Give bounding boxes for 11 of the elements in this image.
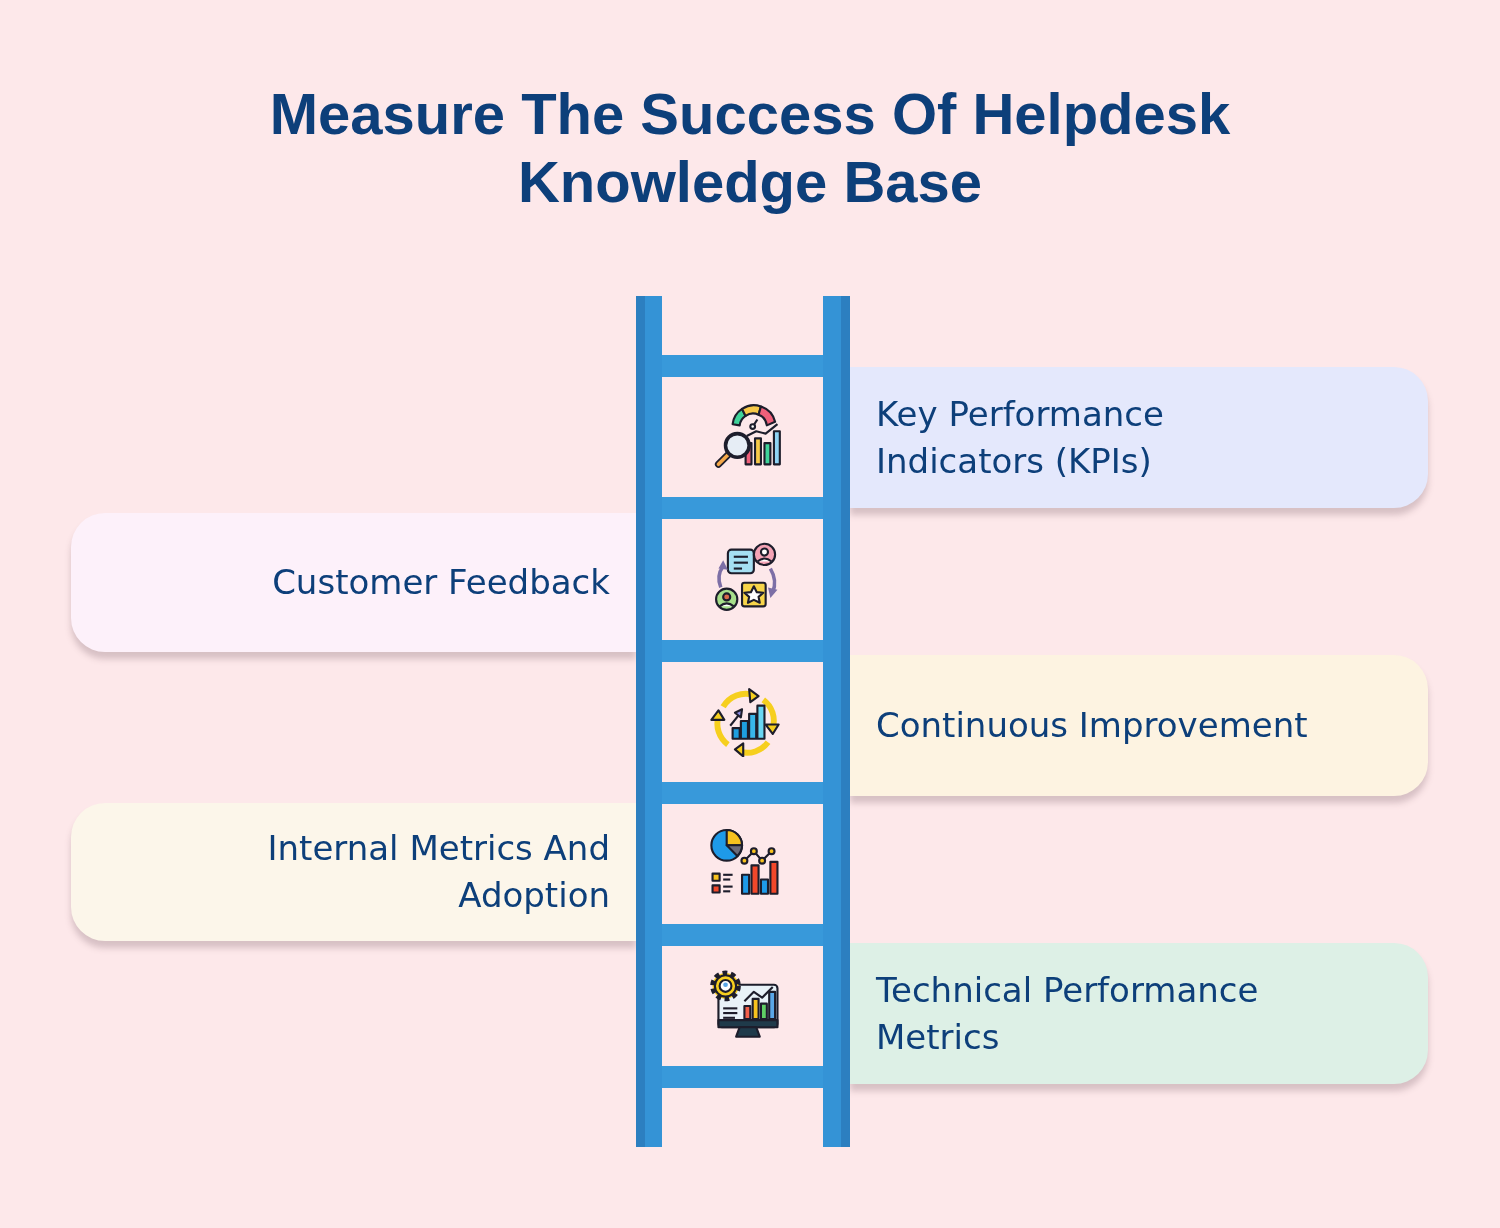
- title: Measure The Success Of Helpdesk Knowledge Base: [268, 80, 1232, 216]
- step-label: Internal Metrics And Adoption: [266, 827, 610, 917]
- step-card: [850, 367, 1428, 508]
- step-label: Customer Feedback: [272, 561, 610, 604]
- step-label: Technical Performance Metrics: [876, 968, 1260, 1059]
- step-label: Key Performance Indicators (KPIs): [876, 392, 1165, 483]
- step-card: [71, 803, 636, 941]
- step-card: [850, 655, 1428, 796]
- step-label: Continuous Improvement: [876, 704, 1308, 747]
- step-card: [71, 513, 636, 652]
- step-card: [850, 943, 1428, 1084]
